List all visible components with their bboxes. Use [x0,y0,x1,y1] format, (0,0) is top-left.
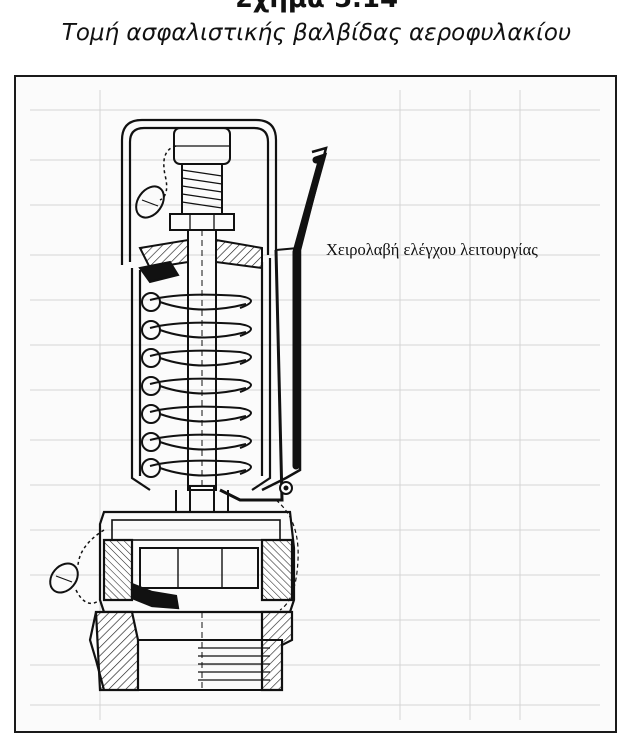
adjusting-screw [169,127,235,491]
bonnet-top [138,238,263,284]
handle-alt-outline [275,499,299,611]
figure-number: Σχήμα 5.14 [0,0,633,14]
valve-cap [120,118,278,265]
seal-wire-bottom [49,529,105,605]
valve-body-lower [98,485,296,614]
inlet-nipple [88,610,294,692]
ghost-table-lines [30,90,600,720]
test-lever-handle [219,146,328,502]
figure-title: Τομή ασφαλιστικής βαλβίδας αεροφυλακίου [61,20,572,46]
bonnet-body [130,258,272,491]
lever-handle-label: Χειρολαβή ελέγχου λειτουργίας [326,240,538,259]
spring [141,292,252,478]
seal-wire-top [135,145,177,219]
